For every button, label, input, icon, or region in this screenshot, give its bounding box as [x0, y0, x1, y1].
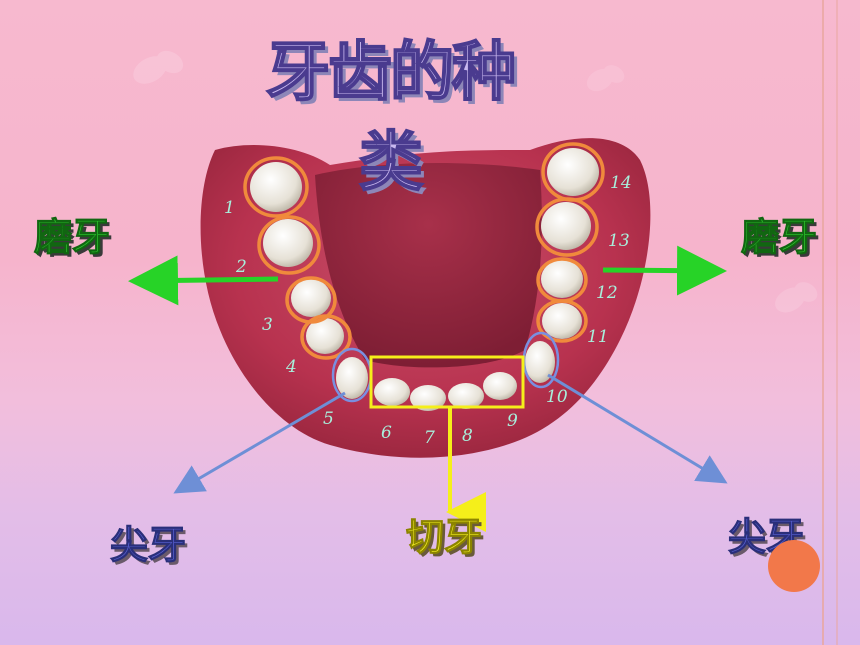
right-frame-line — [822, 0, 824, 645]
label-incisor: 切牙 — [405, 515, 483, 560]
page-title: 牙齿的种类 — [265, 35, 517, 201]
tooth-number: 9 — [507, 411, 518, 431]
incisor-marker — [369, 355, 525, 409]
molar-arrow-right — [602, 245, 727, 296]
butterfly-icon — [586, 65, 625, 92]
tooth-number: 4 — [285, 357, 297, 377]
label-canine-left: 尖牙 — [109, 523, 187, 568]
right-frame-line-outer — [836, 0, 838, 645]
tooth-number: 5 — [323, 409, 334, 429]
tooth-number: 11 — [587, 327, 609, 347]
tooth-number: 7 — [424, 428, 435, 448]
molar-markers — [243, 142, 605, 360]
tooth-number: 3 — [262, 315, 273, 335]
tooth-number: 12 — [596, 283, 618, 303]
butterfly-icon — [775, 282, 818, 313]
tooth-number: 6 — [381, 423, 392, 443]
butterfly-icon — [133, 50, 184, 84]
tooth-number: 2 — [235, 257, 247, 277]
tooth-number: 1 — [224, 198, 235, 218]
label-molar-left: 磨牙 — [33, 215, 111, 260]
right-canine — [525, 341, 555, 383]
left-canine — [336, 357, 368, 399]
label-molar-right: 磨牙 — [740, 215, 818, 260]
tooth-number: 10 — [546, 387, 568, 407]
canine-arrow-left — [173, 391, 346, 494]
right-molars — [541, 148, 599, 339]
molar-arrow-left — [128, 255, 279, 306]
incisors — [374, 372, 517, 411]
tooth-number: 13 — [608, 231, 630, 251]
canine-arrow-right — [547, 373, 728, 484]
tooth-number: 14 — [610, 173, 632, 193]
corner-decoration-dot — [768, 540, 820, 592]
tooth-number-labels: 1 2 3 4 5 6 7 8 9 10 11 12 13 14 — [224, 173, 632, 448]
palate — [315, 163, 542, 368]
left-molars — [250, 162, 344, 354]
tooth-number: 8 — [462, 426, 473, 446]
